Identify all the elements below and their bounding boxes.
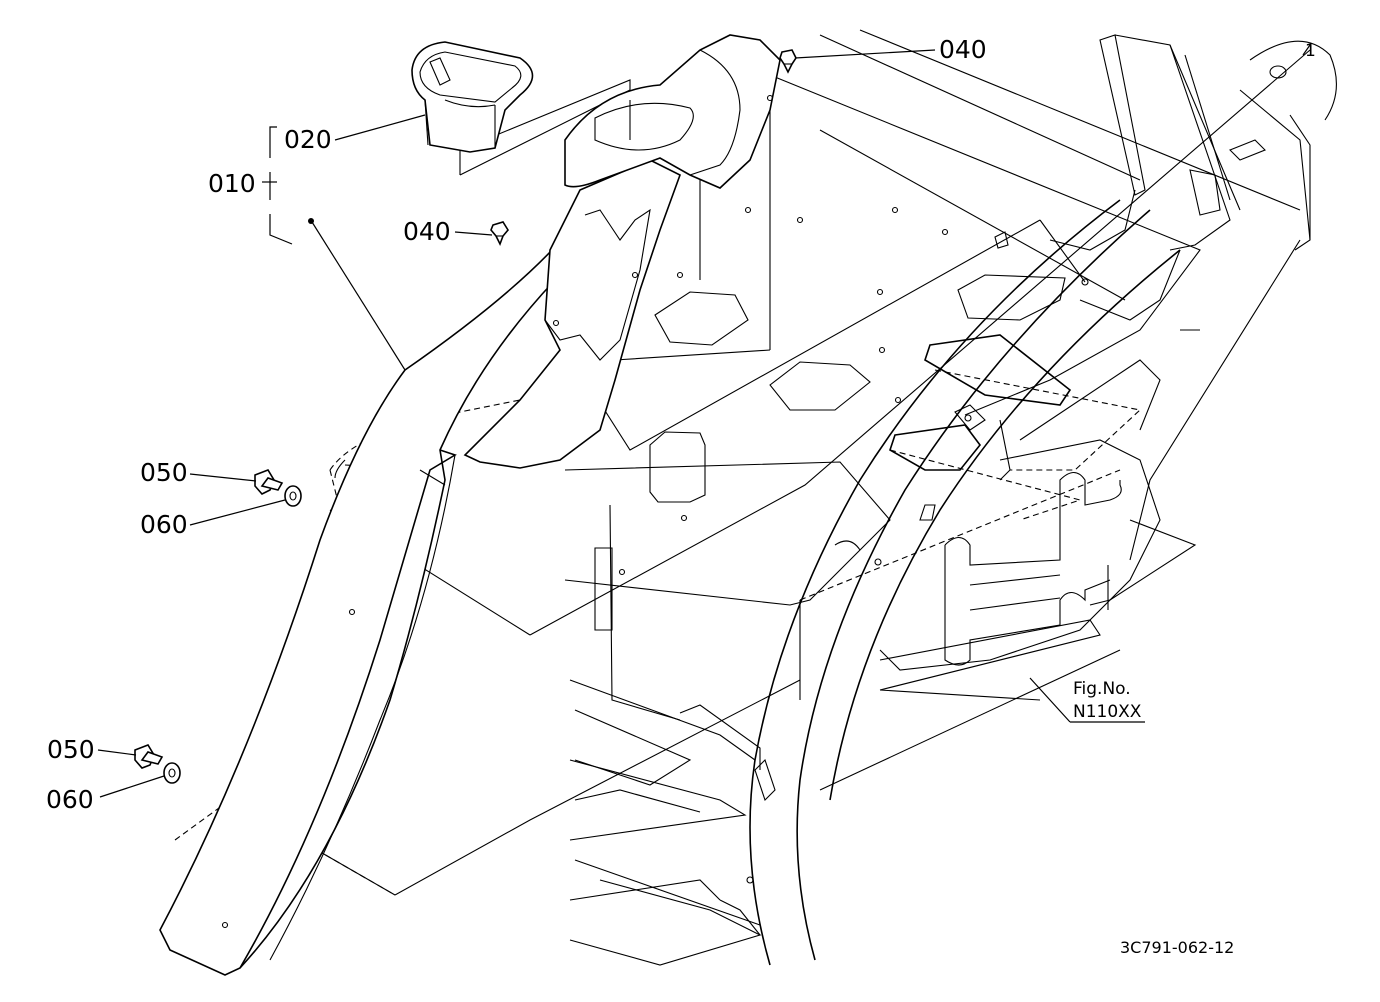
bolt-050-lower [134, 744, 164, 769]
label-050-upper: 050 [140, 458, 188, 487]
drawing-code: 3C791-062-12 [1120, 938, 1234, 957]
label-040-top: 040 [939, 35, 987, 64]
label-010: 010 [208, 169, 256, 198]
fastener-040-mid [490, 221, 509, 246]
label-060-upper: 060 [140, 510, 188, 539]
cup-holder-020 [411, 41, 534, 153]
fig-note-line1: Fig.No. [1073, 679, 1131, 699]
label-060-lower: 060 [46, 785, 94, 814]
callout-dot-010 [308, 218, 314, 224]
cab-pillar-arch [719, 189, 1181, 966]
cab-frame-structure [559, 29, 1337, 966]
leader-lines [97, 44, 1311, 798]
label-050-lower: 050 [47, 735, 95, 764]
bolt-050-upper [254, 469, 284, 495]
label-040-mid: 040 [403, 217, 451, 246]
label-fig-ref: 1 [1305, 41, 1316, 61]
fig-note-line2: N110XX [1073, 702, 1142, 722]
fastener-040-top [779, 49, 797, 74]
label-020: 020 [284, 125, 332, 154]
washer-060-upper [284, 485, 302, 507]
washer-060-lower [163, 762, 181, 784]
fender-cover-010 [159, 34, 949, 976]
part-labels: 040 020 010 040 050 060 050 060 1 Fig.No… [46, 35, 1316, 957]
